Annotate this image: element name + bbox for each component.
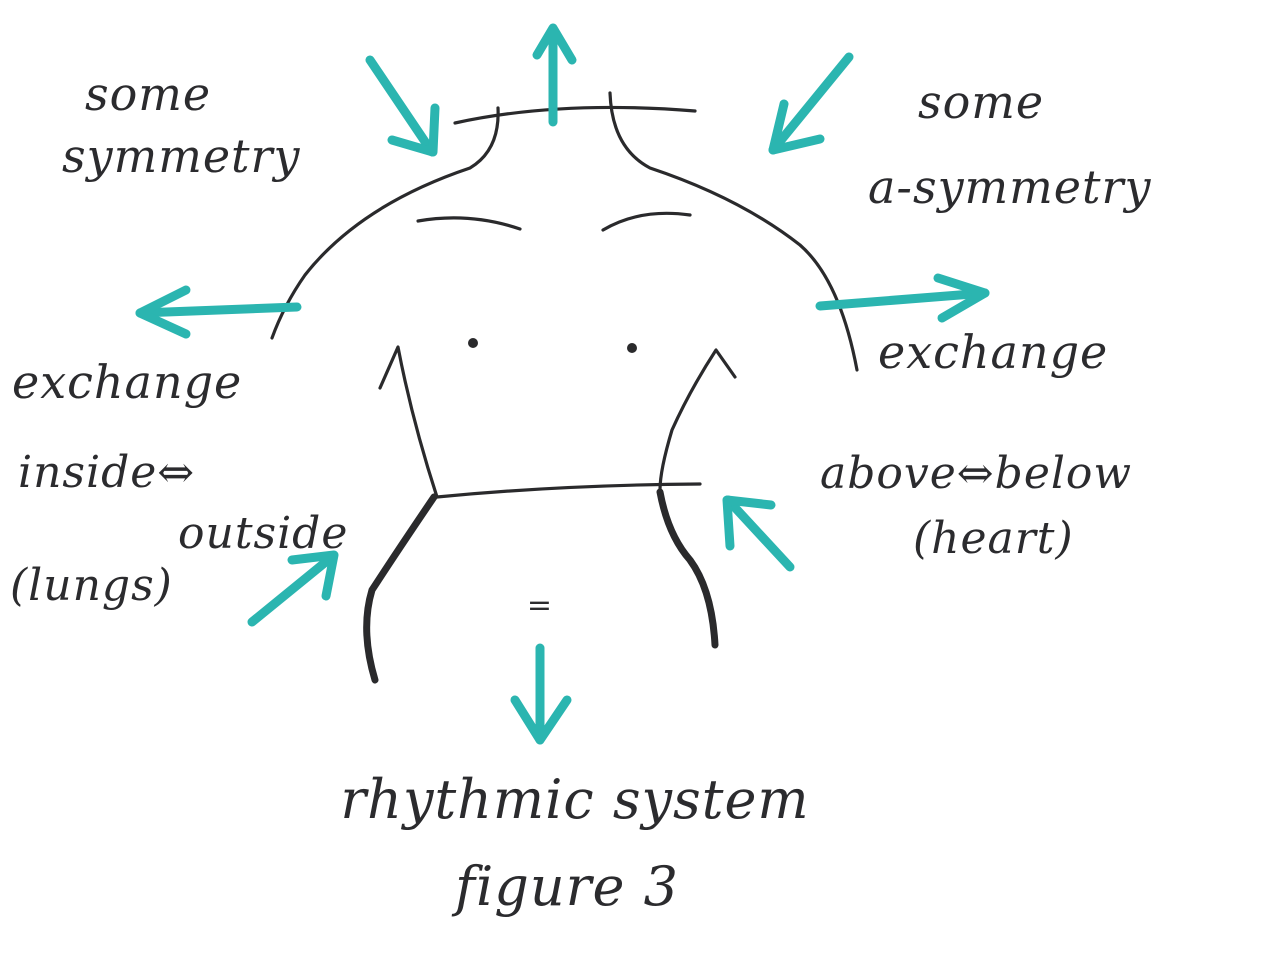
nipple-right	[627, 343, 637, 353]
arrow-down-icon	[515, 648, 567, 740]
ribcage-right	[660, 350, 735, 490]
torso-sketch: =	[272, 93, 857, 680]
arrow-up-right-icon	[252, 555, 334, 622]
neck-top-line	[455, 107, 695, 123]
waist-left	[367, 497, 434, 680]
collarbone-right	[603, 213, 690, 230]
label-lungs: (lungs)	[10, 560, 173, 611]
label-some-asymmetry-1: some	[918, 75, 1044, 129]
arrow-down-left-icon	[773, 57, 849, 150]
ribcage-left	[380, 347, 437, 497]
label-heart: (heart)	[913, 513, 1074, 564]
arrow-left-icon	[140, 290, 297, 334]
arrow-right-icon	[820, 278, 985, 318]
label-some-symmetry-2: symmetry	[62, 129, 301, 183]
waist-right	[660, 492, 715, 645]
neck-left-line	[272, 108, 498, 338]
nipple-left	[468, 338, 478, 348]
labels: some symmetry some a-symmetry exchange i…	[10, 67, 1151, 918]
label-some-symmetry-1: some	[85, 67, 211, 121]
label-inside-outside-2: outside	[178, 508, 348, 559]
label-above-below: above⇔below	[820, 448, 1132, 499]
label-exchange-right: exchange	[878, 325, 1108, 379]
caption-figure-3: figure 3	[451, 855, 679, 918]
label-exchange-left: exchange	[12, 355, 242, 409]
collarbone-left	[418, 218, 520, 229]
arrow-up-left-icon	[727, 500, 790, 567]
equals-mark: =	[527, 588, 553, 623]
arrow-down-right-icon	[370, 60, 435, 152]
label-inside-outside-1: inside⇔	[18, 447, 195, 498]
label-some-asymmetry-2: a-symmetry	[868, 160, 1151, 214]
caption-rhythmic-system: rhythmic system	[340, 768, 809, 831]
